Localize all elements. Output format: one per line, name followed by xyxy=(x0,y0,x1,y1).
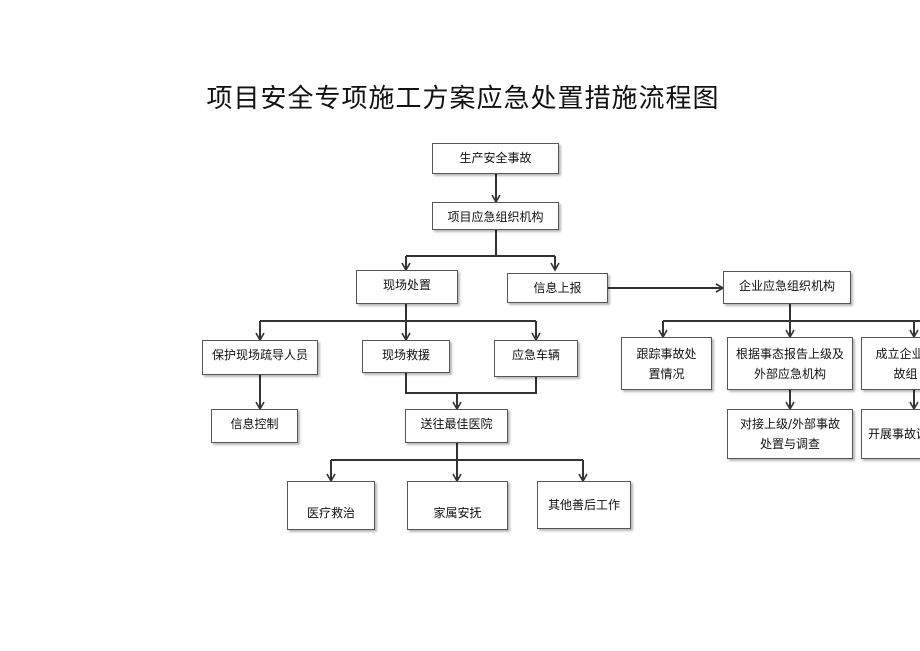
node-medical-treatment: 医疗救治 xyxy=(287,481,375,530)
node-company-emergency-org: 企业应急组织机构 xyxy=(723,271,851,304)
node-investigate-accident: 开展事故调查 xyxy=(861,409,920,459)
node-site-handling: 现场处置 xyxy=(356,270,458,304)
connector-org-split xyxy=(405,230,556,270)
connector-rescue-vehicle-join xyxy=(405,373,537,409)
node-production-accident: 生产安全事故 xyxy=(432,143,559,174)
node-establish-company-group: 成立企业事故组 xyxy=(861,337,920,390)
node-send-to-hospital: 送往最佳医院 xyxy=(405,409,508,443)
node-project-emergency-org: 项目应急组织机构 xyxy=(432,202,559,230)
connector-site-split xyxy=(260,304,536,322)
node-track-accident-handling: 跟踪事故处置情况 xyxy=(621,337,712,390)
node-escalate-report: 根据事态报告上级及外部应急机构 xyxy=(727,337,853,390)
node-info-control: 信息控制 xyxy=(211,409,298,443)
connector-company-split xyxy=(663,304,920,322)
node-other-aftermath: 其他善后工作 xyxy=(537,481,631,529)
node-site-rescue: 现场救援 xyxy=(362,340,450,373)
node-info-report: 信息上报 xyxy=(507,273,608,303)
connector-hospital-split xyxy=(331,443,583,461)
node-liaise-investigation: 对接上级/外部事故处置与调查 xyxy=(727,409,853,459)
node-emergency-vehicle: 应急车辆 xyxy=(494,340,578,377)
node-family-comfort: 家属安抚 xyxy=(407,481,508,530)
node-protect-evacuate: 保护现场疏导人员 xyxy=(202,340,318,375)
flowchart-title: 项目安全专项施工方案应急处置措施流程图 xyxy=(206,84,720,114)
